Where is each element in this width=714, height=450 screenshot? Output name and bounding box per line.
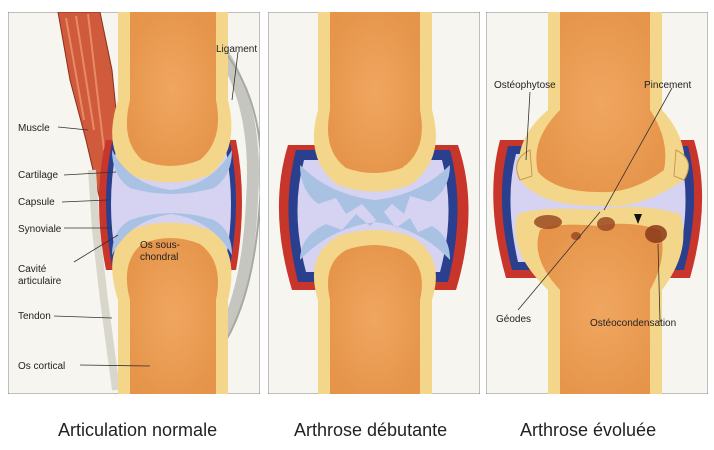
joint-diagrams: Ligament Muscle Cartilage Capsule Synovi… bbox=[8, 12, 708, 394]
pincement-arrow bbox=[634, 214, 642, 224]
geode-3 bbox=[645, 225, 667, 243]
panel-early bbox=[268, 12, 480, 394]
upper-bone-core bbox=[328, 12, 422, 173]
panel-advanced: Ostéophytose Pincement Géodes Ostéoconde… bbox=[486, 12, 708, 394]
geode-2 bbox=[597, 217, 615, 231]
tendon-shape bbox=[88, 169, 120, 391]
leader-lines-advanced bbox=[517, 87, 673, 323]
lower-bone-core bbox=[328, 245, 422, 394]
muscle-fibers bbox=[65, 13, 105, 151]
label-cavite-1: Cavité bbox=[18, 264, 47, 275]
lower-bone-core bbox=[537, 223, 663, 394]
label-os-cortical: Os cortical bbox=[18, 361, 65, 372]
upper-cartilage-worn bbox=[300, 165, 450, 220]
lower-cartilage-worn bbox=[300, 212, 450, 260]
upper-bone-core bbox=[536, 12, 666, 193]
lower-cartilage bbox=[112, 213, 232, 255]
caption-normal: Articulation normale bbox=[58, 420, 218, 440]
label-tendon: Tendon bbox=[18, 311, 51, 322]
ligament-edge bbox=[204, 29, 260, 351]
panel-normal: Ligament Muscle Cartilage Capsule Synovi… bbox=[8, 12, 260, 394]
leader-lines-normal bbox=[53, 51, 239, 367]
lower-bone-core bbox=[126, 238, 218, 394]
label-osteophytose: Ostéophytose bbox=[494, 80, 556, 91]
caption-early: Arthrose débutante bbox=[294, 420, 448, 440]
label-cavite-2: articulaire bbox=[18, 276, 62, 287]
label-osteocondensation: Ostéocondensation bbox=[590, 318, 676, 329]
upper-bone-core bbox=[126, 12, 218, 166]
label-os-sous-1: Os sous- bbox=[140, 240, 180, 251]
label-synoviale: Synoviale bbox=[18, 224, 62, 235]
geode-1 bbox=[534, 215, 562, 229]
upper-cartilage bbox=[112, 150, 232, 194]
label-capsule: Capsule bbox=[18, 197, 55, 208]
label-pincement: Pincement bbox=[644, 80, 691, 91]
osteophytes bbox=[516, 149, 689, 181]
label-geodes: Géodes bbox=[496, 314, 531, 325]
label-os-sous-2: chondral bbox=[140, 252, 178, 263]
label-muscle: Muscle bbox=[18, 123, 50, 134]
label-cartilage: Cartilage bbox=[18, 170, 58, 181]
ligament-shape bbox=[200, 25, 259, 354]
caption-advanced: Arthrose évoluée bbox=[520, 420, 657, 440]
label-ligament: Ligament bbox=[216, 44, 257, 55]
